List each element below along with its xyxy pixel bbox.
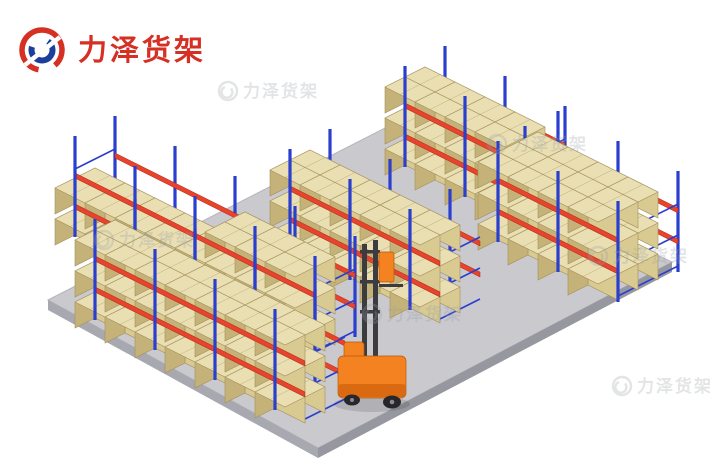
watermark-text: 力泽货架 [637,376,710,397]
watermark: 力泽货架 [93,229,195,251]
brand-logo-icon [19,27,65,73]
forklift-wheel-hub [389,399,395,405]
pallet-rack [477,111,680,302]
forklift-mast-rail [373,240,378,358]
pallet-rack [74,199,346,424]
rack-brace [74,148,116,170]
watermark-logo-icon [361,303,383,325]
rack-post [408,209,412,310]
brand-name: 力泽货架 [78,32,207,67]
forklift-carriage [378,251,395,283]
watermark: 力泽货架 [217,80,319,102]
rack-post [288,149,292,250]
forklift-wheel-hub [350,398,354,402]
rack-post [273,309,277,410]
watermark-text: 力泽货架 [243,81,319,102]
watermark-text: 力泽货架 [119,230,195,251]
watermark-logo-icon [217,80,239,102]
watermark-logo-swirl [590,250,604,264]
rack-post [93,219,97,320]
forklift [334,240,410,412]
rack-post [616,201,620,302]
floor-edge-right [318,262,672,458]
rack-post [73,136,77,237]
forklift-mast-crossbar [360,310,380,314]
watermark-text: 力泽货架 [512,134,588,155]
rack-post [403,66,407,167]
pallet-racks [54,46,680,424]
forklift-bumper [338,384,406,397]
rack-post [496,141,500,242]
watermark-logo-swirl [364,308,378,322]
forklift-mast-rail [362,244,367,358]
rack-post [556,171,560,272]
brand-logo: 力泽货架 [16,24,206,76]
watermark-logo-icon [93,229,115,251]
rack-post [463,96,467,197]
watermark-text: 力泽货架 [613,246,689,267]
watermarks: 力泽货架 力泽货架 力泽货架 力泽货架 力泽货架 [93,80,710,397]
watermark-logo-icon [486,133,508,155]
watermark-text: 力泽货架 [387,304,463,325]
rack-post [213,279,217,380]
rack-post [153,249,157,350]
watermark-logo-icon [587,245,609,267]
forklift-mast-crossbar [360,250,380,254]
watermark-logo-swirl [220,85,234,99]
watermark: 力泽货架 [611,375,710,397]
rack-post [348,179,352,280]
rack-post [676,171,680,272]
watermark: 力泽货架 [361,303,463,325]
rack-post [353,236,357,337]
watermark: 力泽货架 [486,133,588,155]
forklift-mast-crossbar [360,280,380,284]
floor-edge-left [48,300,318,458]
watermark-logo-swirl [96,234,110,248]
watermark-logo-icon [611,375,633,397]
forklift-forks [379,284,403,287]
pallet-rack [269,129,481,324]
watermark: 力泽货架 [587,245,689,267]
rack-brace [617,265,679,297]
watermark-logo-swirl [489,138,503,152]
watermark-logo-swirl [614,380,628,394]
